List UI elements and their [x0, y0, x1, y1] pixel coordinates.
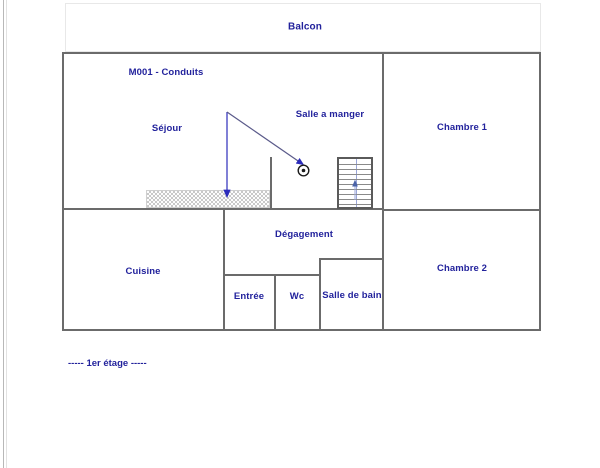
stair-step — [339, 199, 371, 200]
wall-horizontal-bain-top — [319, 258, 383, 260]
room-label-cuisine: Cuisine — [125, 265, 161, 277]
wall-vertical-cuisine — [223, 209, 225, 331]
room-balcon[interactable] — [65, 3, 541, 52]
stair-step — [339, 204, 371, 205]
room-label-chambre-2: Chambre 2 — [436, 262, 488, 274]
wall-horizontal-mid — [62, 208, 383, 210]
room-label-wc: Wc — [289, 290, 305, 302]
stair-step — [339, 179, 371, 180]
room-label-degagement: Dégagement — [274, 228, 334, 240]
floor-caption: ----- 1er étage ----- — [68, 358, 147, 369]
stair-step — [339, 189, 371, 190]
wall-vertical-bedrooms — [382, 52, 384, 331]
room-label-salle-de-bain: Salle de bain — [322, 289, 382, 301]
room-label-chambre-1: Chambre 1 — [436, 121, 488, 133]
wall-vertical-wc-bain — [319, 258, 321, 331]
wall-horizontal-bedrooms — [382, 209, 541, 211]
stair-step — [339, 169, 371, 170]
hatched-furniture-block — [146, 190, 270, 208]
stair-step — [339, 174, 371, 175]
room-label-salle-a-manger: Salle a manger — [295, 108, 365, 120]
staircase[interactable] — [337, 157, 373, 209]
room-label-conduits: M001 - Conduits — [128, 66, 204, 78]
wall-horizontal-entree-wc — [223, 274, 321, 276]
room-label-sejour: Séjour — [151, 122, 183, 134]
page-edge-rule-light — [6, 0, 7, 468]
wall-stub-sejour — [270, 157, 272, 209]
stair-step — [339, 184, 371, 185]
stair-step — [339, 164, 371, 165]
room-label-entree: Entrée — [233, 290, 265, 302]
page-edge-rule — [3, 0, 4, 468]
wall-vertical-entree-wc — [274, 274, 276, 331]
plan-outer-outline — [62, 52, 541, 331]
room-label-balcon: Balcon — [288, 21, 322, 33]
stair-step — [339, 194, 371, 195]
